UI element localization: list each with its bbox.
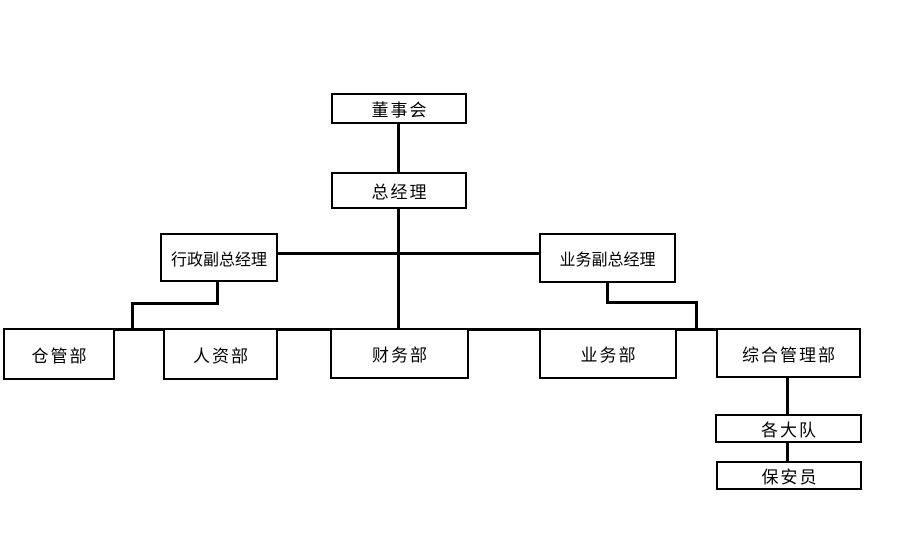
org-node-finance-dept: 财务部 — [330, 328, 469, 379]
org-node-security-guards: 保安员 — [716, 461, 862, 490]
org-node-admin-vice-gm: 行政副总经理 — [160, 233, 278, 282]
org-node-board: 董事会 — [331, 93, 467, 124]
connector-brigades-guards — [786, 441, 789, 463]
org-node-hr-dept: 人资部 — [163, 328, 278, 380]
connector-gm-trunk — [397, 207, 400, 330]
connector-biz-vgm-elbow-drop — [695, 301, 698, 330]
org-node-business-vice-gm: 业务副总经理 — [539, 233, 676, 283]
connector-admin-vgm-elbow-across — [131, 302, 219, 305]
org-node-brigades: 各大队 — [715, 414, 862, 443]
org-node-general-manager: 总经理 — [331, 172, 467, 209]
connector-admin-vgm-elbow-drop — [131, 302, 134, 330]
connector-biz-vgm-elbow-across — [606, 301, 698, 304]
org-node-business-dept: 业务部 — [539, 328, 677, 379]
connector-admin-vgm-elbow-down — [216, 280, 219, 305]
connector-biz-vgm-elbow-down — [606, 281, 609, 304]
org-node-warehouse-dept: 仓管部 — [3, 328, 115, 380]
connector-board-gm — [397, 122, 400, 172]
connector-general-mgmt-brigades — [786, 376, 789, 416]
org-node-general-mgmt-dept: 综合管理部 — [716, 328, 861, 378]
connector-vgm-crossbar — [276, 252, 540, 255]
